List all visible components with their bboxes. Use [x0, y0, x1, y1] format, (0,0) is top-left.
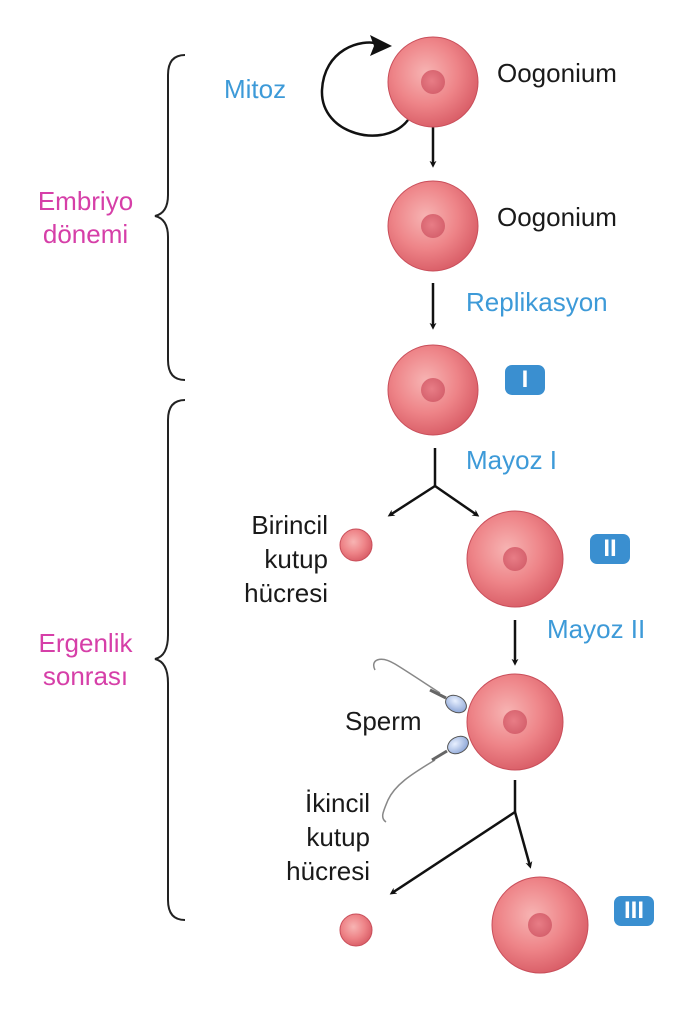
cell-first-polar-body — [339, 528, 373, 562]
cell-oogonium-2 — [387, 180, 479, 272]
arrow-to-ovum — [513, 811, 533, 869]
cell-label-oogonium-2: Oogonium — [497, 202, 617, 232]
cell-label-sperm: Sperm — [345, 706, 422, 736]
cell-ovum — [491, 876, 589, 974]
process-label-meiosis-1: Mayoz I — [466, 445, 558, 475]
mitosis-loop-arrowhead — [370, 35, 392, 56]
cell-secondary-oocyte — [466, 510, 564, 608]
nucleus — [421, 214, 445, 238]
cell-second-polar-body — [339, 913, 373, 947]
nucleus — [421, 378, 445, 402]
puberty-phase-brace — [154, 399, 186, 921]
nucleus — [528, 913, 552, 937]
mitosis-loop-arrow — [320, 41, 409, 137]
cell-label-second-polar-body: İkincil kutup hücresi — [286, 788, 370, 886]
sperm-lower — [381, 735, 469, 823]
arrow-to-second-polar-body — [389, 810, 516, 895]
process-label-replication: Replikasyon — [466, 287, 608, 317]
sperm-upper — [373, 658, 467, 714]
cell-label-oogonium-1: Oogonium — [497, 58, 617, 88]
nucleus — [421, 70, 445, 94]
arrow-meiosis1-right — [434, 484, 480, 517]
cell-fertilized-oocyte — [466, 673, 564, 771]
process-label-meiosis-2: Mayoz II — [547, 614, 646, 644]
cell-label-first-polar-body: Birincil kutup hücresi — [244, 510, 328, 608]
embryo-phase-brace — [154, 54, 186, 381]
nucleus — [503, 710, 527, 734]
arrow-meiosis1-left — [387, 484, 436, 517]
process-label-mitosis: Mitoz — [224, 74, 287, 104]
stage-badge-2: II — [590, 534, 630, 564]
cell-oogonium-1 — [387, 36, 479, 128]
stage-badge-3: III — [614, 896, 654, 926]
nucleus — [503, 547, 527, 571]
phase-label-puberty: Ergenlik sonrası — [38, 628, 133, 691]
cell-primary-oocyte — [387, 344, 479, 436]
phase-label-embryo: Embriyo dönemi — [37, 186, 134, 249]
stage-badge-1: I — [505, 365, 545, 395]
